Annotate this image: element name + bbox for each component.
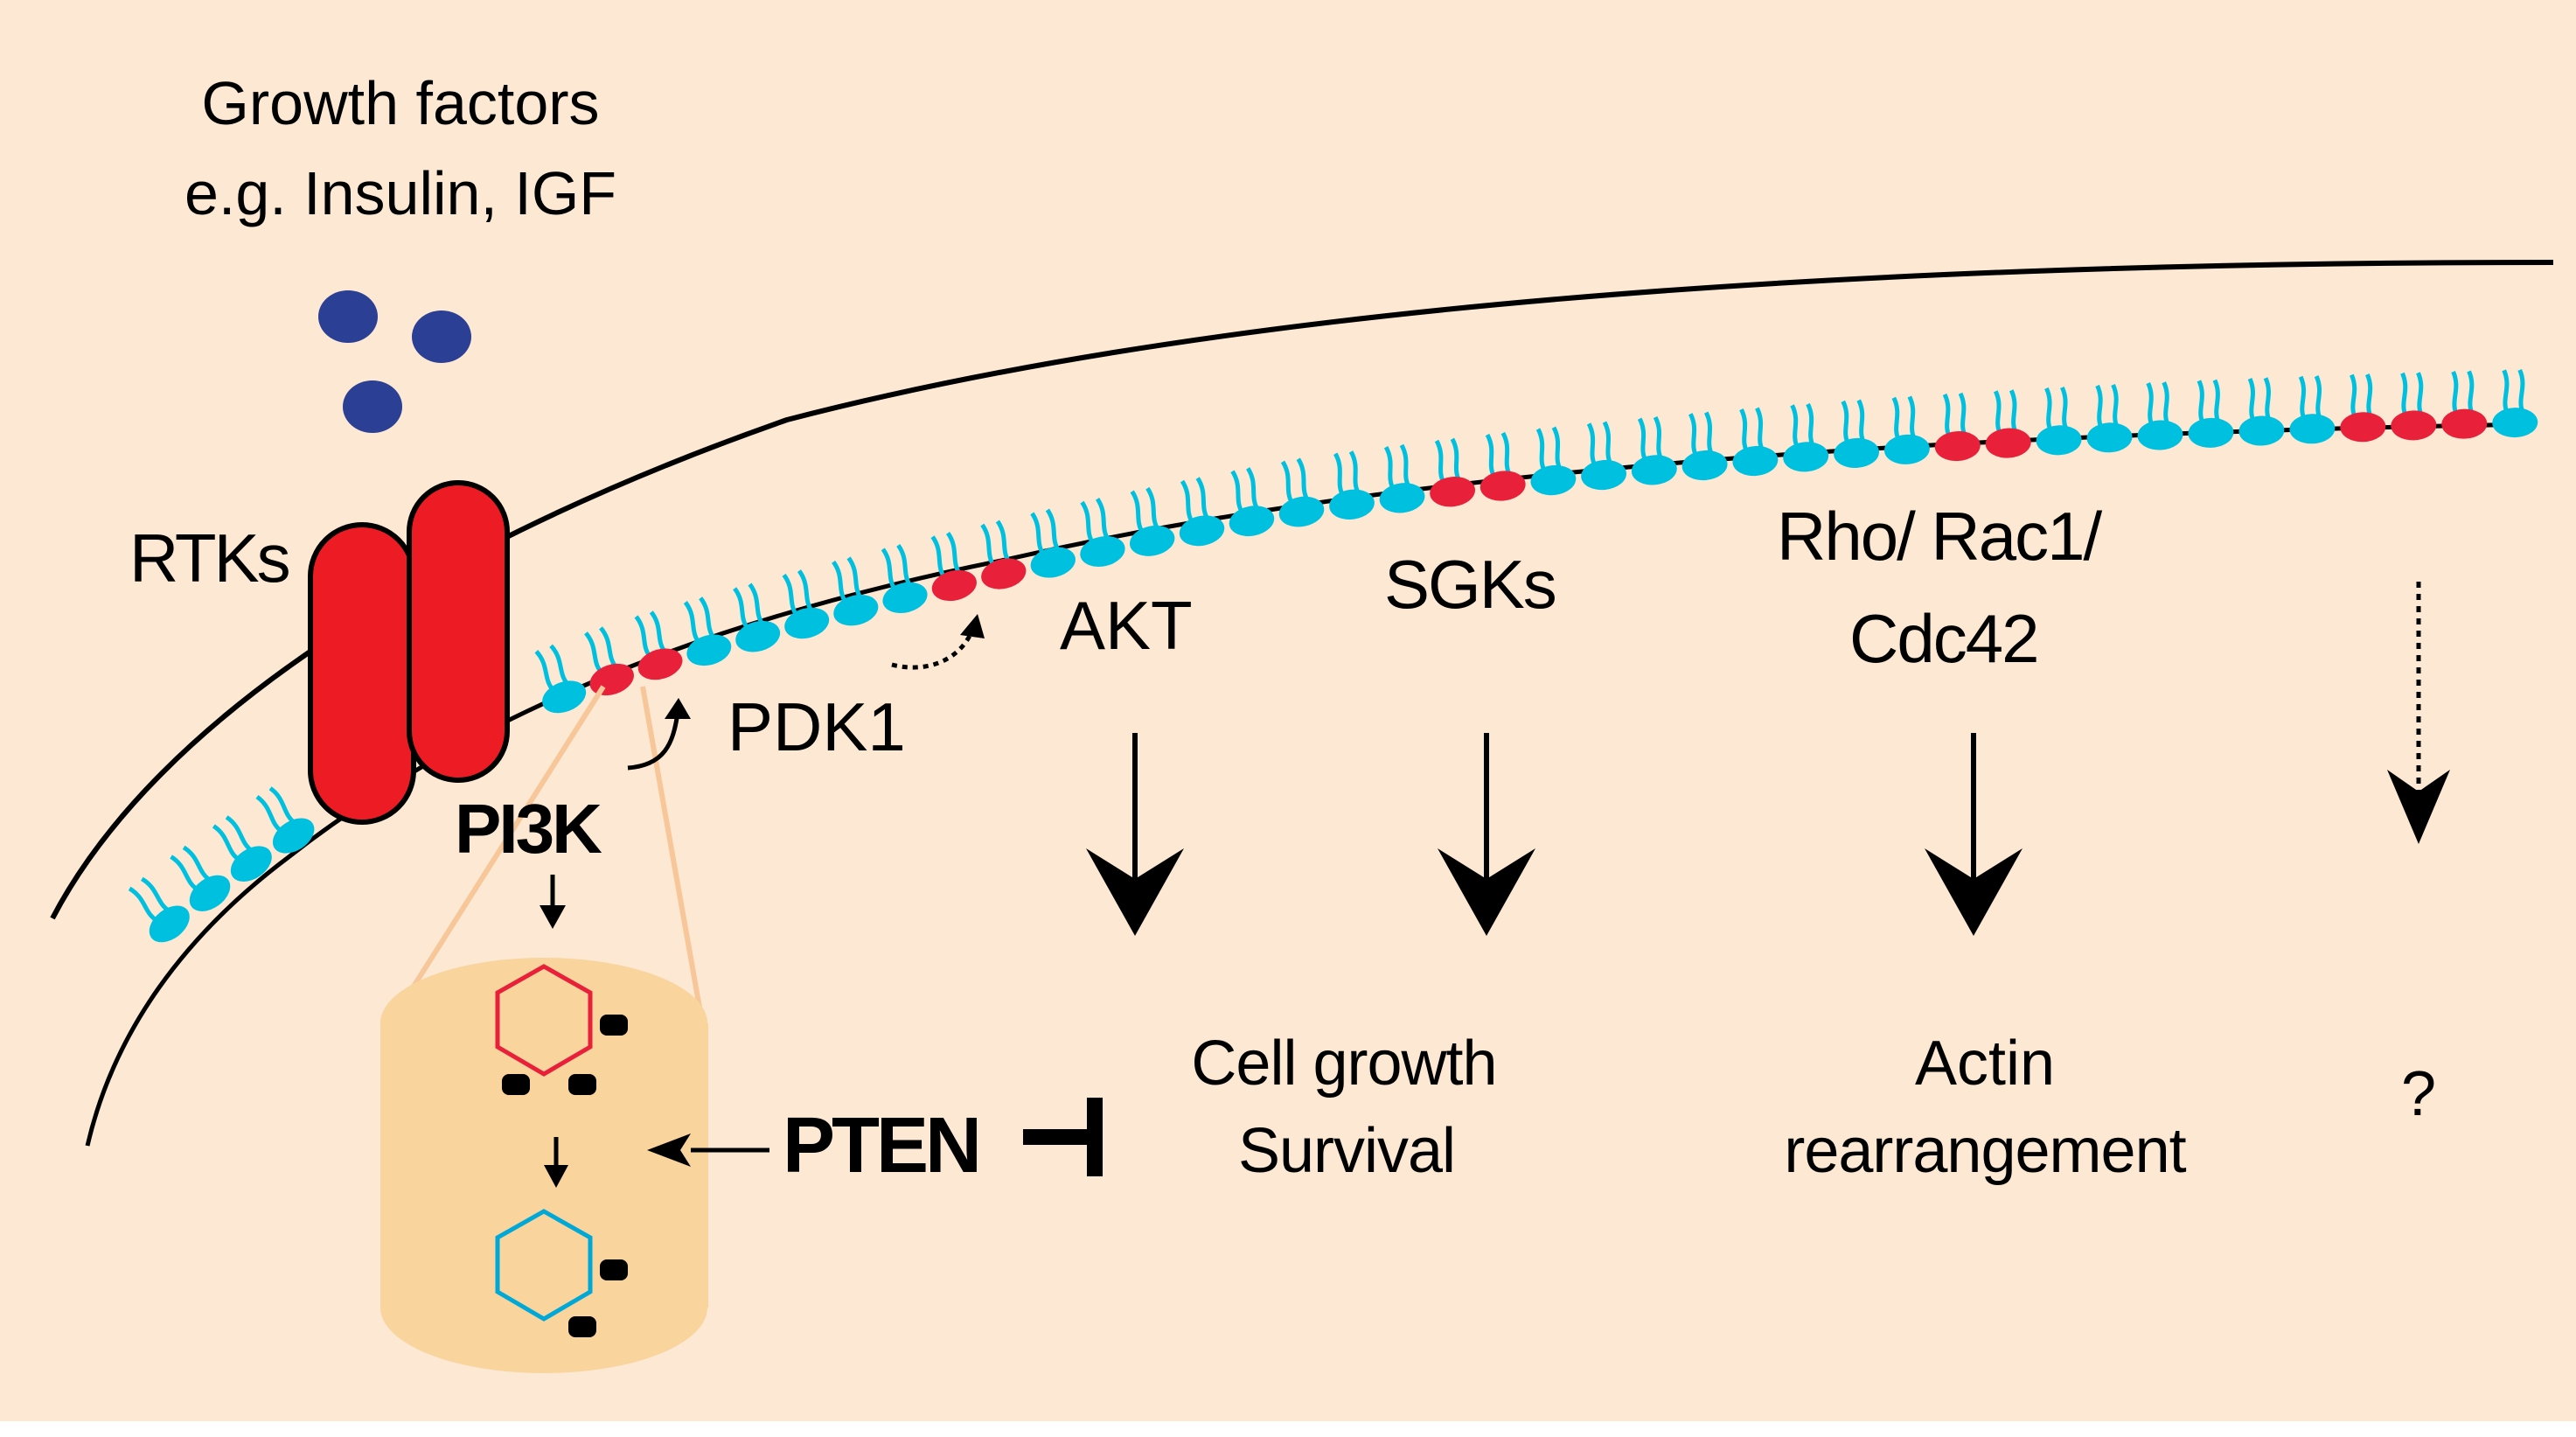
pip2-lipid [1732,407,1779,477]
pdk1-label: PDK1 [728,688,906,765]
pip2-lipid [1229,467,1275,537]
pip2-lipid [1530,426,1577,496]
pip2-lipid [1883,395,1930,464]
membrane-lipid-layer [128,368,2538,943]
pip3-lipid [2391,372,2437,441]
rho-down-arrow [1925,733,2023,936]
pip2-lipid [1278,457,1325,527]
pip3-lipid [1479,431,1526,501]
sgks-label: SGKs [1384,546,1556,623]
akt-down-arrow [1086,733,1184,936]
pip2-lipid [1329,450,1375,520]
pip2-lipid [1631,415,1677,485]
rtks-label: RTKs [129,520,289,596]
zoom-cone-right [640,686,707,1033]
growth-factors-example-label: e.g. Insulin, IGF [184,159,616,227]
rho-rac1-label: Rho/ Rac1/ [1777,498,2103,575]
pip2-lipid [1179,477,1225,547]
pip2-lipid [1581,421,1627,491]
pip2-lipid [534,644,587,714]
pip3-lipid [2441,370,2488,439]
unknown-down-arrow [2387,582,2450,844]
pip2-lipid [212,815,272,882]
zoom-cylinder [380,958,708,1373]
rtk-receptor [308,480,510,825]
sgks-down-arrow [1438,733,1535,936]
pip2-lipid [733,582,781,652]
pten-inhibition-symbol [1023,1098,1103,1176]
cyan-hexagon-icon [495,1209,628,1337]
pten-label: PTEN [783,1102,978,1189]
pip2-lipid [2289,375,2336,444]
pip2-lipid [255,786,315,854]
pip2-lipid [1783,402,1829,472]
pip2-lipid [782,569,830,639]
pip3-lipid [2340,373,2386,443]
actin-label: Actin [1915,1029,2055,1099]
pip2-lipid [683,596,732,666]
pip2-lipid [2188,379,2234,448]
pip3-lipid [1430,437,1476,507]
zoom-cone-left [382,685,606,1034]
cell-growth-label: Cell growth [1191,1029,1496,1099]
pip3-lipid [1934,392,1981,462]
growth-factors-label: Growth factors [201,69,599,137]
pip2-lipid [1681,411,1728,481]
pip2-lipid [1379,443,1425,513]
unknown-effector-label: ? [2401,1059,2436,1129]
pdk1-to-akt-arrow [891,614,985,670]
pip2-lipid [881,543,928,613]
cell-membrane-outer [50,260,2554,920]
pten-arrow [647,1134,769,1167]
pip3-lipid [980,520,1027,589]
blue-circle-icon [318,290,471,433]
cdc42-label: Cdc42 [1849,600,2037,677]
pip2-lipid [2036,386,2082,456]
pip2-lipid [1130,486,1175,556]
pdk1-activation-arrow [627,698,691,771]
pi3k-arrow [540,875,566,929]
rearrangement-label: rearrangement [1784,1116,2186,1186]
akt-label: AKT [1060,587,1193,664]
pip2-lipid [170,845,231,911]
pip2-lipid [1030,508,1076,578]
pip3-lipid [1985,389,2031,458]
pip2-lipid [1080,497,1125,567]
pi3k-label: PI3K [455,790,602,868]
red-hexagon-icon [495,964,628,1095]
pip2-lipid [832,556,879,626]
survival-label: Survival [1238,1116,1455,1186]
pip3-lipid [930,532,977,602]
pip2-lipid [2492,368,2538,438]
pip2-lipid [2137,381,2183,450]
conversion-arrow [544,1137,568,1188]
pip2-lipid [2086,383,2133,453]
pip3-lipid [634,610,683,680]
pip2-lipid [1834,399,1880,469]
pip2-lipid [2238,377,2285,446]
pip2-lipid [128,876,190,943]
